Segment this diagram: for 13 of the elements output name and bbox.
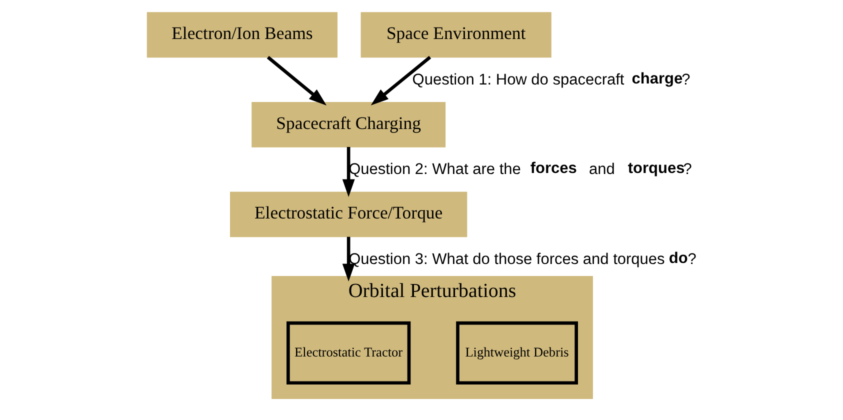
edge-label: Question 1: How do spacecraft charge?: [412, 70, 690, 88]
arrow: [342, 236, 354, 282]
node-box: Spacecraft Charging: [251, 102, 446, 148]
arrow: [342, 146, 354, 198]
node-box: Electrostatic Tractor: [286, 321, 410, 385]
node-box: Electron/Ion Beams: [146, 12, 337, 58]
edge-label: Question 3: What do those forces and torques do?: [348, 250, 696, 268]
node-box: Space Environment: [360, 12, 551, 58]
arrow: [370, 56, 431, 106]
node-box: Lightweight Debris: [456, 321, 578, 385]
edge-label: Question 2: What are the forces and torques?: [348, 160, 692, 178]
arrow: [266, 56, 326, 106]
node-box: Electrostatic Force/Torque: [230, 192, 467, 238]
